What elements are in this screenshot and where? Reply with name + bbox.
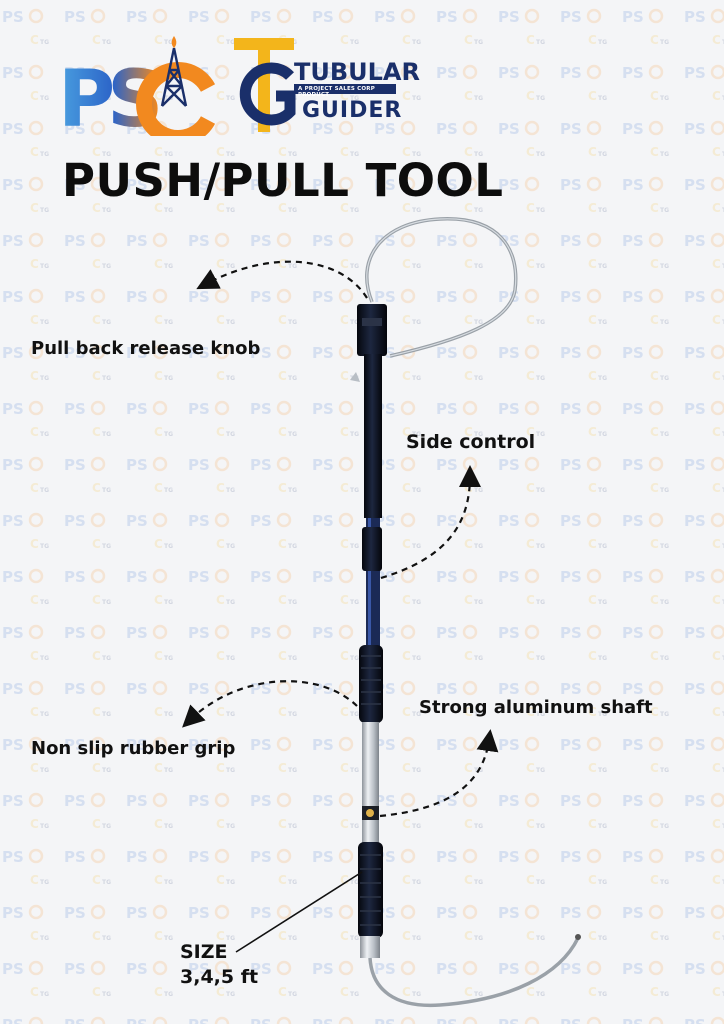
label-size: SIZE: [180, 941, 228, 963]
brand-tagline: A PROJECT SALES CORP PRODUCT: [298, 86, 375, 98]
arrow-aluminum-shaft: [379, 729, 499, 818]
side-control: [362, 527, 382, 571]
arrow-rubber-grip: [182, 680, 358, 728]
cable-tail: [368, 937, 580, 1008]
label-side-control: Side control: [406, 431, 536, 453]
release-knob: [357, 304, 387, 356]
page-title: PUSH/PULL TOOL: [62, 154, 504, 207]
arrow-release-knob: [196, 260, 368, 299]
label-aluminum-shaft: Strong aluminum shaft: [419, 697, 653, 718]
guider-wordmark: GUIDER: [302, 98, 403, 123]
label-size-value: 3,4,5 ft: [180, 966, 259, 988]
aluminum-shaft: [362, 722, 379, 844]
label-rubber-grip: Non slip rubber grip: [31, 738, 236, 759]
size-leader-line: [235, 871, 363, 953]
arrow-side-control: [380, 465, 481, 580]
psc-logo: PS: [58, 36, 216, 136]
label-release-knob: Pull back release knob: [31, 338, 261, 359]
end-fitting: [360, 936, 380, 958]
rubber-grip-lower: [358, 842, 383, 938]
tubular-guider-logo: TUBULAR A PROJECT SALES CORP PRODUCT GUI…: [232, 36, 420, 136]
cable-loop: [365, 217, 518, 358]
tubular-wordmark: TUBULAR: [294, 58, 420, 86]
upper-shaft: [364, 354, 382, 518]
